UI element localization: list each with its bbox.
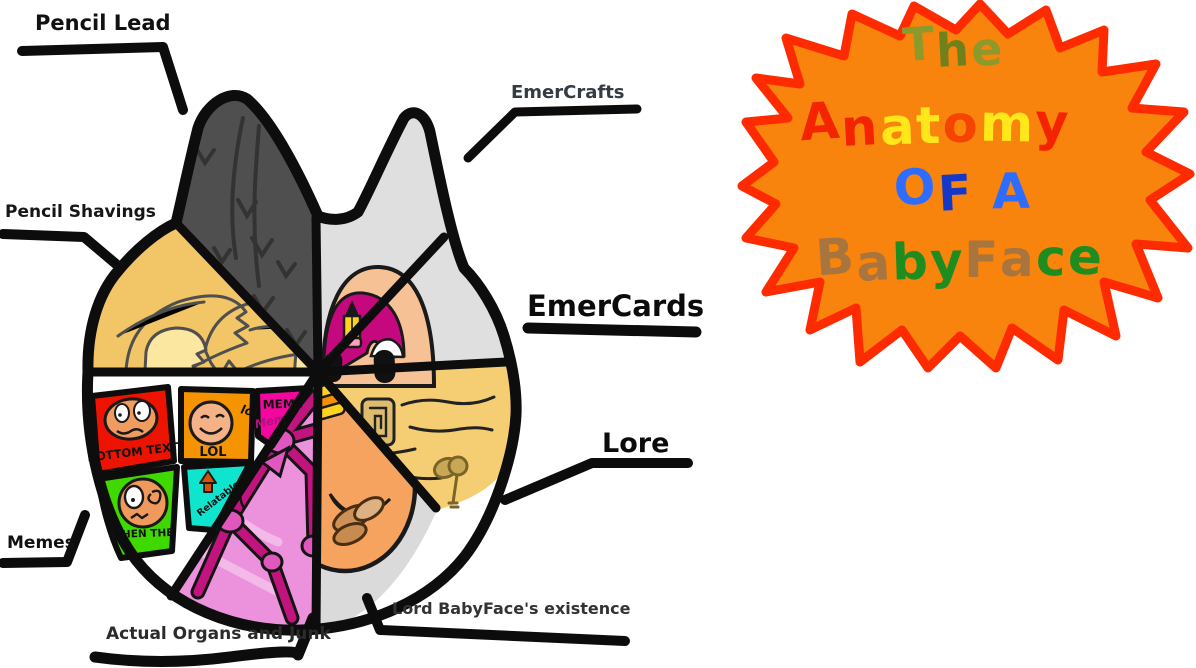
title-letter: A — [991, 162, 1033, 221]
label-pencil-lead: Pencil Lead — [35, 11, 171, 35]
label-memes: Memes — [7, 533, 75, 553]
title-of-a: OF A — [892, 158, 1033, 223]
bottom-text-face-icon — [103, 397, 159, 441]
lol-face-icon — [188, 400, 234, 446]
when-the-face-icon — [117, 477, 169, 529]
lol-handwritten: lol — [239, 402, 259, 420]
pointer-lines — [0, 42, 702, 667]
underline-emercards — [522, 322, 702, 338]
title-letter: O — [891, 157, 940, 218]
title-letter: a — [878, 97, 918, 158]
section-pencil-lead — [176, 95, 318, 372]
title-letter: b — [890, 232, 931, 292]
title-letter: n — [840, 98, 882, 159]
title-letter — [972, 164, 993, 222]
pointer-pencil-lead — [17, 42, 188, 115]
title-letter: F — [936, 164, 975, 223]
title-letter: t — [915, 96, 944, 157]
title-letter: F — [964, 231, 1001, 289]
title-letter: h — [935, 22, 973, 78]
pencil-lead-texture — [194, 116, 307, 349]
title-letter: e — [970, 21, 1006, 77]
wedge-lines — [85, 213, 511, 635]
title-letter: y — [929, 231, 965, 291]
lol-label: LOL — [199, 445, 226, 460]
pointer-emercrafts — [463, 104, 642, 163]
label-lore: Lore — [602, 428, 670, 459]
pointer-memes — [0, 510, 90, 568]
title-letter: a — [999, 229, 1037, 289]
organ-arrow — [259, 444, 291, 479]
title-letter: o — [942, 96, 980, 155]
upvote-arrow-icon — [199, 470, 217, 493]
title-letter: T — [900, 15, 939, 73]
stick-figure — [432, 455, 469, 509]
title-letter: m — [979, 94, 1036, 155]
pointer-organs — [89, 612, 319, 667]
label-lord-babyface: Lord BabyFace's existence — [392, 599, 631, 618]
label-pencil-shavings: Pencil Shavings — [5, 202, 156, 222]
label-actual-organs: Actual Organs and Junk — [106, 624, 331, 644]
title-the: The — [901, 16, 1006, 78]
title-anatomy: Anatomy — [798, 92, 1072, 159]
pointer-pencil-shavings — [0, 229, 121, 269]
label-emercrafts: EmerCrafts — [511, 82, 625, 103]
label-emercards: EmerCards — [527, 289, 705, 323]
pointer-lord-babyface — [362, 593, 630, 646]
pointer-lore — [500, 458, 693, 505]
title-splat — [737, 0, 1195, 373]
head-outline — [81, 90, 522, 636]
title-letter: e — [1066, 227, 1106, 287]
title-letter: A — [797, 91, 844, 154]
title-babyface: BabyFace — [814, 227, 1106, 293]
title-letter: B — [813, 226, 858, 288]
title-letter: y — [1033, 93, 1072, 154]
title-letter: c — [1035, 228, 1069, 288]
title-letter: a — [854, 233, 894, 293]
peanut-hands — [332, 496, 385, 546]
